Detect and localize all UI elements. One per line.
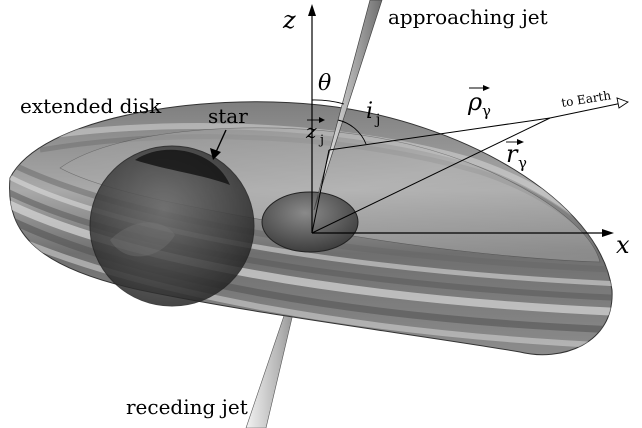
i-j-arc <box>337 119 367 145</box>
svg-text:γ: γ <box>518 154 527 172</box>
star-pointer-line <box>215 129 227 153</box>
to-earth-arrowhead <box>616 97 629 109</box>
inner-core <box>261 191 359 253</box>
r-gamma-vector <box>311 117 551 234</box>
rho-gamma-vector <box>328 117 551 151</box>
approaching-jet-label: approaching jet <box>388 5 548 29</box>
to-earth-line <box>549 102 623 119</box>
svg-text:ρ: ρ <box>467 88 482 116</box>
receding-jet-label: receding jet <box>126 395 248 419</box>
extended-disk-label: extended disk <box>20 94 162 118</box>
star-pointer-arrowhead <box>210 148 221 160</box>
z-j-label: z j <box>305 117 325 148</box>
i-j-label: i j <box>366 99 380 128</box>
z-axis-label: z <box>282 6 296 34</box>
theta-arc <box>311 99 345 105</box>
svg-text:γ: γ <box>482 102 491 120</box>
svg-text:z: z <box>305 119 317 143</box>
approaching-jet <box>313 0 383 211</box>
z-j-vector <box>311 149 330 234</box>
svg-text:r: r <box>506 140 519 168</box>
r-gamma-label: r γ <box>506 139 527 172</box>
rho-gamma-label: ρ γ <box>467 85 491 120</box>
theta-label: θ <box>318 71 331 96</box>
z-axis-arrowhead <box>308 4 316 16</box>
svg-text:j: j <box>318 133 324 148</box>
star-label: star <box>208 104 248 128</box>
star <box>89 145 255 307</box>
svg-text:i: i <box>366 99 373 124</box>
svg-text:j: j <box>374 112 380 128</box>
x-axis-arrowhead <box>602 229 614 237</box>
x-axis-label: x <box>616 231 630 259</box>
